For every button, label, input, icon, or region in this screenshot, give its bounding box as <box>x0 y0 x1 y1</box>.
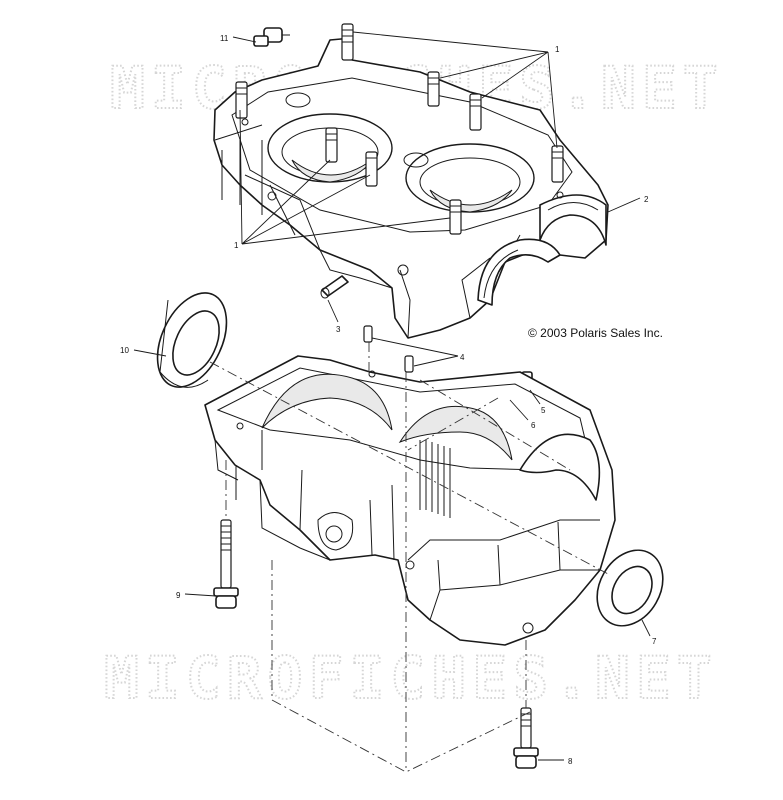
oil-seal-part-7 <box>596 549 664 627</box>
callout-9: 9 <box>176 591 181 600</box>
bolt-part-8 <box>513 707 539 769</box>
fitting-part-11 <box>253 27 290 47</box>
leader-lines <box>133 31 651 761</box>
watermark-bottom: MICROFICHES.NET <box>104 644 718 712</box>
dowel-pins-part-4 <box>363 325 414 373</box>
callout-7: 7 <box>652 637 657 646</box>
callout-1-left: 1 <box>234 241 239 250</box>
alignment-lines <box>209 342 611 773</box>
callout-3: 3 <box>336 325 341 334</box>
callout-10: 10 <box>120 346 129 355</box>
callout-6: 6 <box>531 421 536 430</box>
lower-crankcase <box>204 355 616 646</box>
bolt-part-9 <box>213 519 239 609</box>
callout-5: 5 <box>541 406 546 415</box>
pin-part-3 <box>320 275 349 299</box>
callout-1-top: 1 <box>555 45 560 54</box>
oil-seal-part-10 <box>156 292 228 388</box>
copyright-text: © 2003 Polaris Sales Inc. <box>528 326 663 340</box>
callout-2: 2 <box>644 195 649 204</box>
callout-11: 11 <box>220 34 229 43</box>
cylinder-studs <box>235 23 564 235</box>
callout-8: 8 <box>568 757 573 766</box>
callout-4: 4 <box>460 353 465 362</box>
